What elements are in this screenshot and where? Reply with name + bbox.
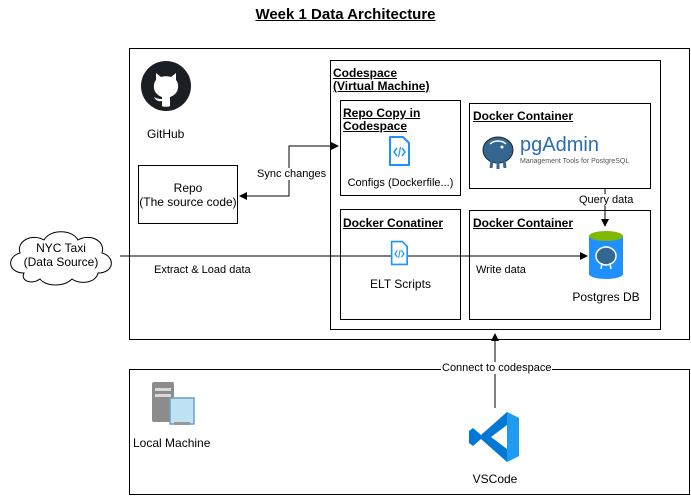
write-data-label: Write data <box>476 264 526 276</box>
local-machine-label: Local Machine <box>133 436 211 450</box>
postgres-container-title: Docker Container <box>473 216 574 230</box>
repo-copy-caption: Configs (Dockerfile...) <box>347 177 454 189</box>
source-subtitle: (Data Source) <box>23 255 99 269</box>
vscode-label: VSCode <box>472 472 518 486</box>
github-octocat-icon <box>140 60 192 112</box>
local-machine-box <box>129 369 690 495</box>
source-name: NYC Taxi <box>36 241 86 255</box>
code-file-icon <box>388 136 410 166</box>
repo-label: Repo (The source code) <box>139 181 237 209</box>
nyc-taxi-source: NYC Taxi (Data Source) <box>2 223 120 289</box>
computer-tower-icon <box>148 380 196 428</box>
pgadmin-logo: pgAdmin Management Tools for PostgreSQL <box>480 132 650 172</box>
repo-box <box>138 165 238 224</box>
elt-container-title: Docker Conatiner <box>343 216 444 230</box>
postgres-database-icon <box>586 230 626 280</box>
vscode-logo-icon <box>467 409 523 465</box>
diagram-title: Week 1 Data Architecture <box>255 6 436 23</box>
repo-copy-title: Repo Copy in Codespace <box>343 106 421 133</box>
pgadmin-container-title: Docker Container <box>473 109 574 123</box>
pgadmin-logo-text: pgAdmin <box>520 134 599 156</box>
codespace-title: Codespace (Virtual Machine) <box>333 66 430 93</box>
elt-caption: ELT Scripts <box>370 277 431 291</box>
query-data-label: Query data <box>578 194 635 206</box>
connect-codespace-label: Connect to codespace <box>441 362 553 374</box>
sync-changes-label: Sync changes <box>256 168 328 180</box>
cloud-icon <box>10 231 112 286</box>
elt-code-file-icon <box>390 240 408 266</box>
elephant-icon <box>482 136 514 169</box>
extract-load-label: Extract & Load data <box>154 264 251 276</box>
postgres-caption: Postgres DB <box>572 290 640 304</box>
github-label: GitHub <box>147 127 185 141</box>
pgadmin-logo-subtitle: Management Tools for PostgreSQL <box>520 158 630 165</box>
